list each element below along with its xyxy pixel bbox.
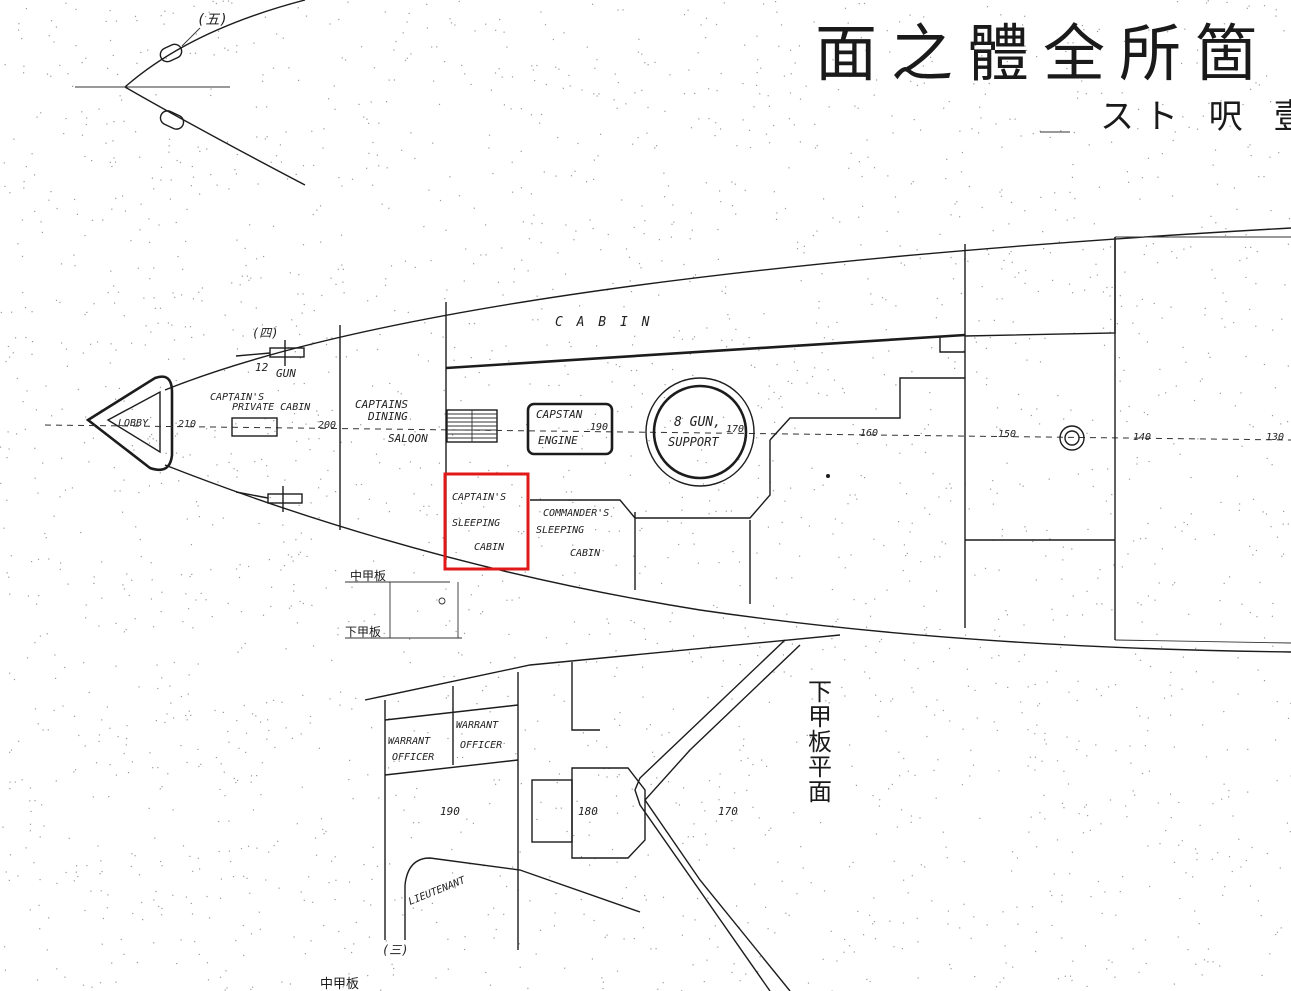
dining-label-3: SALOON [388,432,428,445]
stairway [446,409,498,443]
capstan-label-1: CAPSTAN [536,408,583,421]
gun-8-support [645,377,755,487]
gun-12-label: GUN [276,367,296,380]
station-140: 140 [1133,432,1151,443]
warrant-a-label-1: WARRANT [388,736,431,747]
gun-8-number: 170 [726,424,744,435]
gun-12-number: 12 [255,361,269,374]
gun-12-lower [235,486,303,512]
station-130: 130 [1266,432,1284,443]
cabin-band [445,237,1116,370]
sleeping-label-2: SLEEPING [452,518,500,529]
drawing-subtitle: スト 呎 壹 [1100,97,1291,137]
station-210: 210 [178,419,196,430]
main-deck-hull [164,227,1291,653]
station-150: 150 [998,429,1016,440]
upper-bow-fragment [75,0,306,186]
roman-three-label: (三) [382,943,408,957]
warrant-a-label-2: OFFICER [392,752,434,763]
drawing-title: 面之體全所箇 [815,17,1271,90]
mid-deck-label-lower: 中甲板 [320,977,359,991]
lower-deck-plan-caption: 下甲板平面 [808,678,832,806]
sleeping-label-1: CAPTAIN'S [452,492,506,503]
commander-label-1: COMMANDER'S [543,508,609,519]
dining-label-1: CAPTAINS [355,398,408,411]
lower-station-180: 180 [578,805,598,818]
private-cabin-label-1: CAPTAIN'S [210,392,264,403]
lower-station-190: 190 [440,805,460,818]
lobby-label: LOBBY [118,418,149,429]
gun-12-upper [235,340,305,366]
capstan-label-2: ENGINE [538,434,578,447]
deck-structures-right [530,377,1115,541]
cabin-label: C A B I N [555,315,652,330]
capstan-number: 190 [590,422,608,433]
highlight-box [443,472,530,571]
private-cabin-table [231,417,278,437]
lobby-bow-shape [85,375,174,472]
station-160: 160 [860,428,878,439]
lower-station-170: 170 [718,805,738,818]
lower-deck-plan [364,634,841,991]
roman-five-label: (五) [197,12,228,28]
commander-label-2: SLEEPING [536,525,584,536]
roman-four-label: (四) [252,326,278,340]
warrant-b-label-2: OFFICER [460,740,502,751]
gun-8-label-1: 8 GUN, [674,415,721,430]
commander-label-3: CABIN [570,548,601,559]
lower-deck-label: 下甲板 [345,625,381,639]
capstan-engine-box [526,402,614,456]
dining-label-2: DINING [367,410,408,423]
warrant-b-label-1: WARRANT [456,720,499,731]
sleeping-label-3: CABIN [474,542,505,553]
station-200: 200 [318,420,336,431]
mid-deck-label: 中甲板 [350,568,386,583]
deck-level-callouts [345,581,462,639]
gun-8-label-2: SUPPORT [668,435,719,449]
private-cabin-label-2: PRIVATE CABIN [232,402,311,413]
